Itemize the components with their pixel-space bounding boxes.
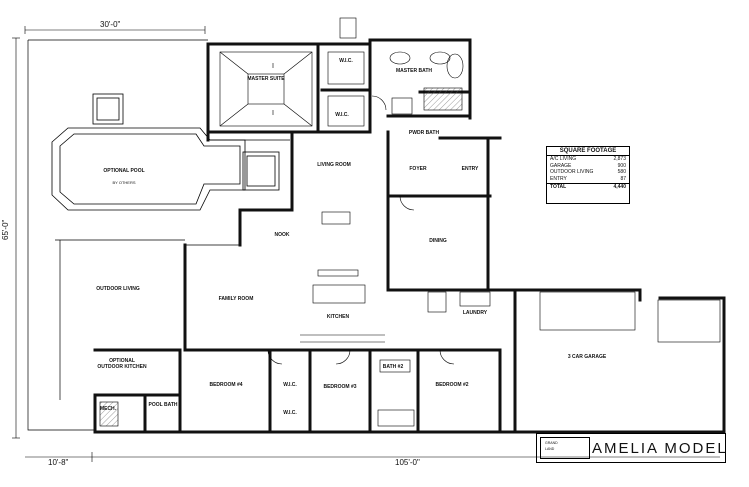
room-label-optional-pool: OPTIONAL POOL (103, 168, 145, 174)
room-label-dining: DINING (429, 238, 447, 244)
sqft-row-entry: ENTRY 87 (547, 176, 629, 183)
top-width-dimension: 30'-0" (100, 20, 121, 29)
room-label-wic-4: W.I.C. (283, 410, 297, 416)
sqft-row-outdoor-living: OUTDOOR LIVING 580 (547, 169, 629, 176)
room-label-entry: ENTRY (461, 166, 479, 172)
room-label-bedroom-3: BEDROOM #3 (323, 384, 357, 390)
sqft-total-value: 4,440 (613, 184, 626, 190)
room-label-outdoor-living: OUTDOOR LIVING (96, 286, 140, 292)
sqft-row-value: 580 (617, 169, 626, 175)
model-name: AMELIA MODEL (592, 440, 728, 457)
room-label-garage: 3 CAR GARAGE (567, 354, 607, 360)
room-label-nook: NOOK (274, 232, 290, 238)
pool-outline (51, 93, 280, 211)
square-footage-table: SQUARE FOOTAGE A/C LIVING 2,873 GARAGE 9… (546, 146, 630, 204)
left-depth-dimension: 65'-0" (1, 219, 10, 240)
hatched-areas (99, 17, 463, 427)
sqft-row-value: 900 (617, 162, 626, 169)
room-label-mech: MECH. (99, 406, 117, 412)
builder-logo: GRAND LAND (540, 437, 590, 459)
room-label-master-bath: MASTER BATH (395, 68, 433, 74)
room-label-family-room: FAMILY ROOM (218, 296, 254, 302)
pool-deck (27, 39, 290, 431)
logo-text-line-1: GRAND (545, 441, 558, 445)
sqft-row-label: A/C LIVING (550, 156, 577, 162)
sqft-total-label: TOTAL (550, 184, 567, 190)
sqft-row-ac-living: A/C LIVING 2,873 (547, 156, 629, 163)
room-label-powder-bath: PWDR BATH (408, 130, 440, 136)
sqft-row-label: GARAGE (550, 162, 572, 169)
bottom-left-dimension: 10'-8" (48, 458, 69, 467)
sqft-row-value: 2,873 (613, 156, 626, 162)
room-label-pool-bath: POOL BATH (148, 402, 178, 408)
room-label-wic-3: W.I.C. (283, 382, 297, 388)
dimension-lines (12, 26, 720, 462)
bottom-overall-dimension: 105'-0" (395, 458, 420, 467)
sqft-row-label: ENTRY (550, 175, 567, 182)
room-label-laundry: LAUNDRY (462, 310, 488, 316)
room-label-foyer: FOYER (409, 166, 427, 172)
sqft-row-label: OUTDOOR LIVING (550, 169, 594, 175)
interior-details (219, 51, 721, 427)
sqft-row-value: 87 (620, 175, 626, 182)
room-label-bath-2: BATH #2 (382, 364, 404, 370)
room-label-optional-outdoor-kitchen: OPTIONAL OUTDOOR KITCHEN (97, 358, 147, 370)
room-label-bedroom-4: BEDROOM #4 (209, 382, 243, 388)
sqft-row-total: TOTAL 4,440 (547, 183, 629, 191)
room-label-wic-1: W.I.C. (339, 58, 353, 64)
sqft-row-garage: GARAGE 900 (547, 163, 629, 170)
title-block (536, 433, 726, 463)
room-label-master-suite: MASTER SUITE (247, 76, 285, 82)
room-label-living-room: LIVING ROOM (317, 162, 351, 168)
room-label-kitchen: KITCHEN (326, 314, 350, 320)
room-label-bedroom-2: BEDROOM #2 (435, 382, 469, 388)
room-label-wic-2: W.I.C. (335, 112, 349, 118)
square-footage-title: SQUARE FOOTAGE (547, 147, 629, 156)
walls (93, 38, 726, 434)
pool-note: BY OTHERS (112, 180, 136, 185)
logo-text-line-2: LAND (545, 447, 555, 451)
